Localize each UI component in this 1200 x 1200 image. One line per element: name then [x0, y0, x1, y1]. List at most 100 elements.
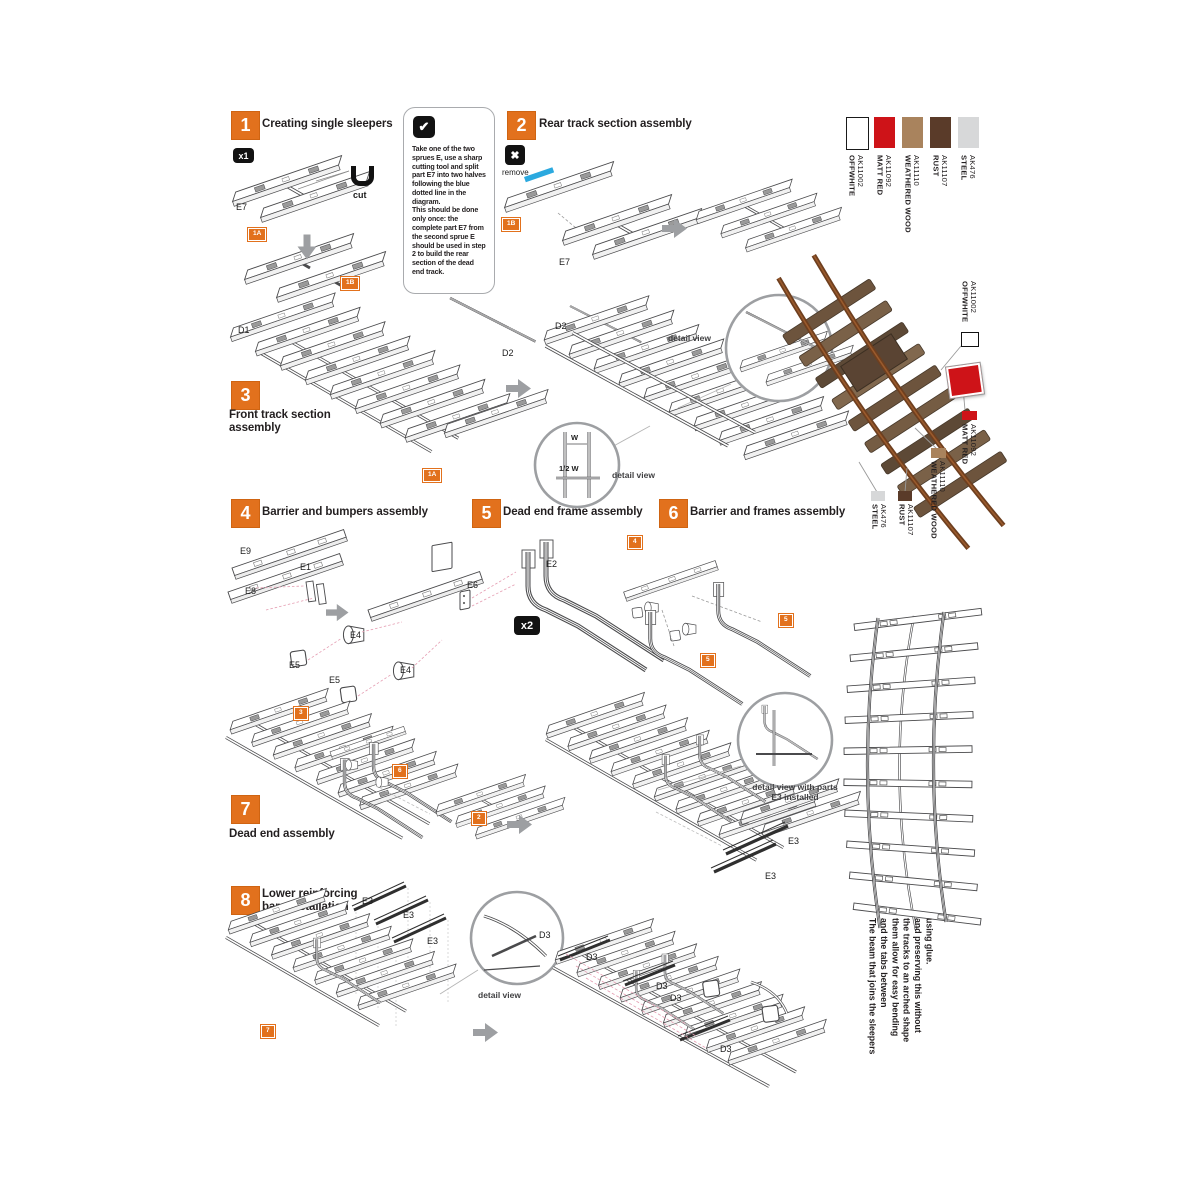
step6-title: Barrier and frames assembly: [690, 506, 846, 518]
badge-5-a: 5: [779, 614, 793, 627]
step6-illustration: [623, 560, 813, 706]
badge-1a: 1A: [248, 228, 267, 241]
part-label-e3-s7a: E3: [788, 836, 800, 846]
right-arrow-icon-step8: [473, 1023, 498, 1042]
step5-title: Dead end frame assembly: [503, 506, 643, 518]
step3-title: Front track section assembly: [229, 409, 331, 434]
step7-number-badge: 7: [231, 795, 260, 824]
photo-chip-steel: [871, 491, 885, 501]
checkmark-icon: ✔: [413, 116, 435, 138]
step2-number-badge: 2: [507, 111, 536, 140]
width-label: W: [571, 433, 579, 442]
photo-chip-rust: [898, 491, 912, 501]
part-label-e3-s8a: E3: [362, 896, 374, 906]
quantity-x1-badge: x1: [233, 148, 254, 163]
step8-illustration: [225, 881, 831, 1088]
part-label-e6: E6: [467, 580, 479, 590]
paint-chip-rust: [930, 117, 951, 148]
step4-title: Barrier and bumpers assembly: [262, 506, 428, 518]
remove-label: remove: [502, 168, 529, 177]
badge-6-step7: 6: [393, 765, 407, 778]
weathered-track-photo: [776, 253, 1007, 550]
step2-title: Rear track section assembly: [539, 118, 692, 130]
part-label-e3-s7b: E3: [765, 871, 777, 881]
photo-chip-offwhite: [961, 332, 979, 347]
part-label-e5-b: E5: [329, 675, 341, 685]
part-label-e9: E9: [240, 546, 252, 556]
right-arrow-icon-step7: [507, 815, 532, 834]
part-label-e1: E1: [300, 562, 312, 572]
step1-illustration: [229, 155, 391, 303]
note-box: [403, 107, 495, 294]
step4-number-badge: 4: [231, 499, 260, 528]
step6-number-badge: 6: [659, 499, 688, 528]
detail-view-label-3: detail view: [478, 990, 521, 1000]
detail-view-e3-label: detail view with parts E3 installed: [752, 782, 838, 802]
curved-track-illustration: [843, 607, 983, 931]
part-label-d1: D1: [238, 325, 250, 335]
part-label-d2-a: D2: [555, 321, 567, 331]
remove-x-icon: ✖: [505, 145, 525, 165]
down-arrow-icon: [297, 234, 317, 260]
matt-red-sample-overlay: [946, 362, 984, 399]
step8-number-badge: 8: [231, 886, 260, 915]
badge-5-b: 5: [701, 654, 715, 667]
right-arrow-icon: [662, 219, 687, 238]
part-label-e4-b: E4: [400, 665, 412, 675]
paint-chip-steel: [958, 117, 979, 148]
badge-7-step8: 7: [261, 1025, 275, 1038]
step4-illustration: [227, 529, 484, 704]
bending-note-text: The beam that joins the sleepers and the…: [867, 918, 935, 1055]
step1-title: Creating single sleepers: [262, 118, 393, 130]
step5-illustration: [459, 526, 662, 711]
detail-view-label-2: detail view: [612, 470, 655, 480]
badge-3-step7: 3: [294, 707, 308, 720]
part-label-e7-step2: E7: [559, 257, 571, 267]
step1-note-text: Take one of the two sprues E, use a shar…: [412, 145, 486, 276]
paint-chip-weatheredwood: [902, 117, 923, 148]
part-label-e7: E7: [236, 202, 248, 212]
step2-illustration: [501, 161, 846, 260]
part-label-e2: E2: [546, 559, 558, 569]
part-label-d3-c: D3: [656, 981, 668, 991]
step3-illustration: [227, 292, 858, 509]
badge-2-step7: 2: [472, 812, 486, 825]
photo-chip-mattred: [962, 411, 977, 420]
part-label-e3-s8b: E3: [403, 910, 415, 920]
badge-4-step6: 4: [628, 536, 642, 549]
badge-1a-step3: 1A: [423, 469, 442, 482]
photo-chip-weatheredwood: [931, 448, 946, 458]
part-label-e4-a: E4: [350, 630, 362, 640]
paint-chip-offwhite: [846, 117, 869, 150]
badge-1b-step2: 1B: [502, 218, 521, 231]
step7-illustration: [225, 688, 865, 874]
half-width-label: 1/2 W: [559, 464, 579, 473]
part-label-d2-b: D2: [502, 348, 514, 358]
paint-chip-mattred: [874, 117, 895, 148]
part-label-d3-d: D3: [670, 993, 682, 1003]
step3-number-badge: 3: [231, 381, 260, 410]
part-label-e3-s8c: E3: [427, 936, 439, 946]
cut-label: cut: [353, 190, 367, 200]
detail-view-label-1: detail view: [668, 333, 711, 343]
right-arrow-icon-step3: [506, 379, 531, 398]
step1-number-badge: 1: [231, 111, 260, 140]
cut-icon: [351, 166, 374, 186]
part-label-d3-e: D3: [720, 1044, 732, 1054]
part-label-e5-a: E5: [289, 660, 301, 670]
step5-number-badge: 5: [472, 499, 501, 528]
part-label-d3-b: D3: [586, 952, 598, 962]
step7-title: Dead end assembly: [229, 828, 335, 840]
badge-1b: 1B: [341, 277, 360, 290]
part-label-e8: E8: [245, 586, 257, 596]
